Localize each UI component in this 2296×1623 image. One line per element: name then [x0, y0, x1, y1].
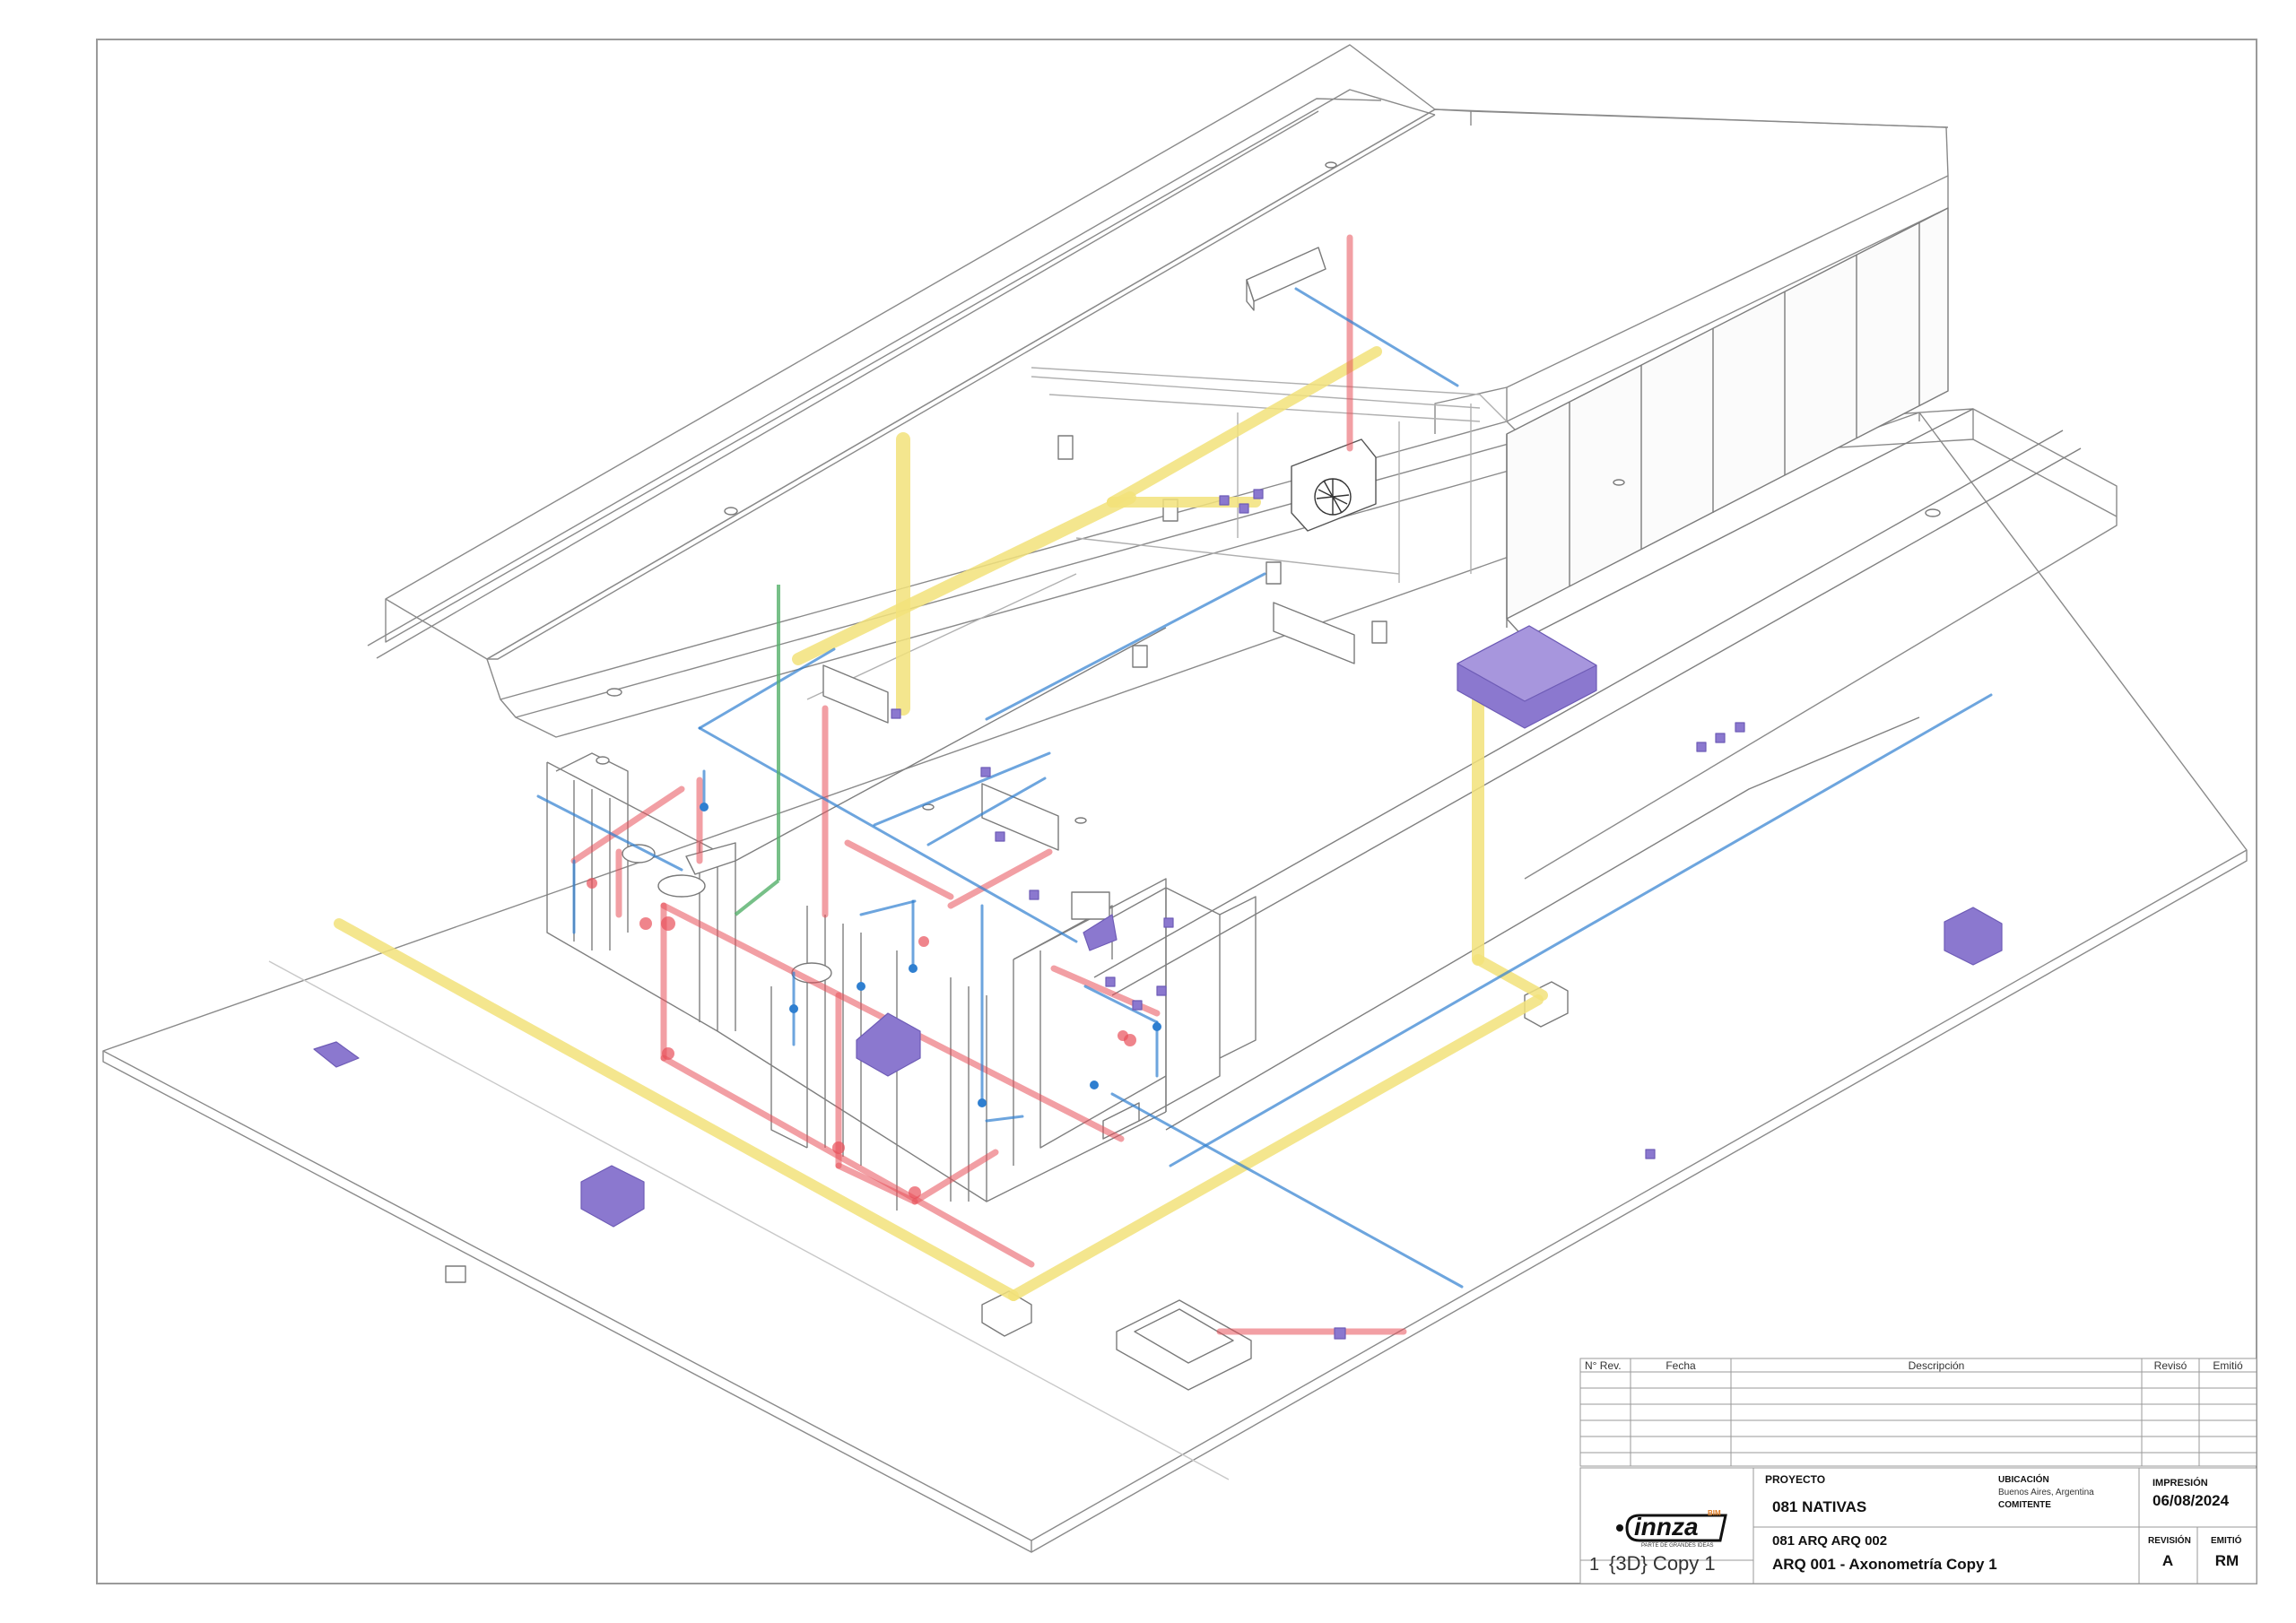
- emitio-label: EMITIÓ: [2211, 1534, 2242, 1546]
- proyecto-value: 081 NATIVAS: [1772, 1498, 1866, 1515]
- impresion-label: IMPRESIÓN: [2152, 1477, 2208, 1488]
- equipment: [313, 489, 2003, 1340]
- vent-piping: [734, 585, 780, 916]
- revision-headers: N° Rev. Fecha Descripción Revisó Emitió: [1585, 1359, 2243, 1372]
- logo-tagline: PARTE DE GRANDES IDEAS: [1641, 1543, 1713, 1549]
- info-block: [1579, 1467, 2257, 1584]
- glass-facade: [1506, 207, 1974, 639]
- view-name: {3D} Copy 1: [1609, 1552, 1716, 1575]
- reviso-header: Revisó: [2154, 1359, 2187, 1372]
- fecha-header: Fecha: [1665, 1359, 1696, 1372]
- pipe-fittings: [587, 803, 1161, 1199]
- logo-icon: innza BIM PARTE DE GRANDES IDEAS: [1616, 1509, 1727, 1549]
- descripcion-header: Descripción: [1909, 1359, 1965, 1372]
- condenser-fan-icon: [1291, 438, 1377, 532]
- rev-header: N° Rev.: [1585, 1359, 1622, 1372]
- proyecto-label: PROYECTO: [1765, 1473, 1825, 1486]
- title-block: [1579, 1358, 2257, 1584]
- view-number: 1: [1589, 1555, 1599, 1575]
- emitio-header: Emitió: [2213, 1359, 2243, 1372]
- ubicacion-value: Buenos Aires, Argentina: [1998, 1488, 2094, 1497]
- sheet-code: 081 ARQ ARQ 002: [1772, 1533, 1887, 1549]
- emitio-value: RM: [2215, 1552, 2239, 1569]
- logo-text: innza: [1634, 1513, 1699, 1541]
- cold-water-piping: [536, 287, 1993, 1289]
- split-ac-icon: [822, 247, 1355, 851]
- revision-value: A: [2162, 1552, 2173, 1569]
- logo-superscript: BIM: [1708, 1509, 1721, 1517]
- revision-label: REVISIÓN: [2148, 1534, 2191, 1546]
- comitente-label: COMITENTE: [1998, 1500, 2051, 1510]
- ubicacion-label: UBICACIÓN: [1998, 1473, 2049, 1485]
- gas-piping: [334, 346, 1548, 1301]
- impresion-value: 06/08/2024: [2152, 1492, 2230, 1509]
- bathroom-fixtures: [622, 842, 1140, 1140]
- upper-floor-partitions: [806, 367, 1508, 700]
- roof: [367, 44, 2118, 880]
- revision-table: [1579, 1358, 2257, 1467]
- axonometric-view: [102, 44, 2248, 1553]
- sheet-title: ARQ 001 - Axonometría Copy 1: [1772, 1556, 1997, 1573]
- sheet-border: [96, 39, 2257, 1584]
